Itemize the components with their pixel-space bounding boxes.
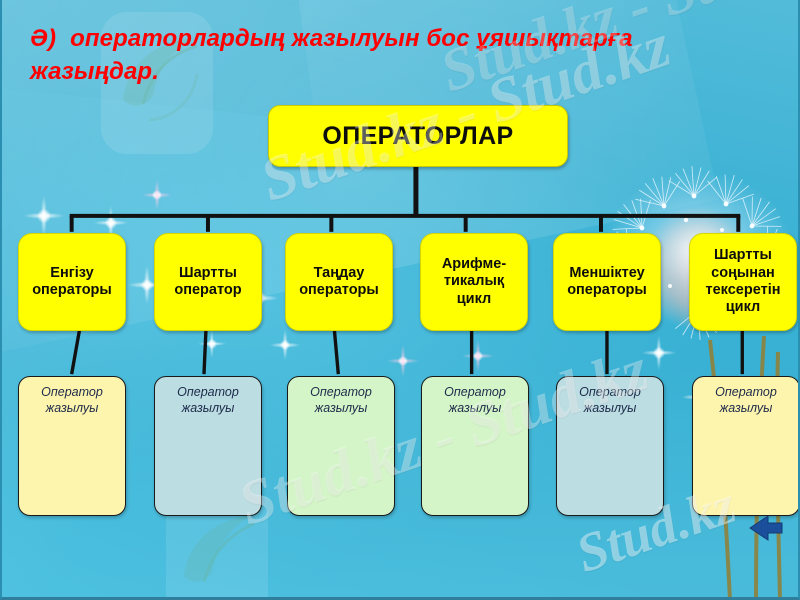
category-node-4-label: Арифме- тикалық цикл [441, 255, 507, 307]
root-node-operators[interactable]: ОПЕРАТОРЛАР [268, 105, 568, 167]
answer-box-4[interactable]: Оператор жазылуы [421, 376, 529, 516]
answer-box-6-label: Оператор жазылуы [715, 385, 777, 415]
category-node-3-label: Таңдау операторы [299, 264, 379, 298]
category-node-2-label: Шартты оператор [174, 264, 242, 298]
category-node-1-label: Енгізу операторы [32, 264, 112, 298]
root-node-label: ОПЕРАТОРЛАР [322, 121, 514, 150]
category-node-1[interactable]: Енгізу операторы [18, 233, 126, 331]
answer-box-3-label: Оператор жазылуы [310, 385, 372, 415]
heading-marker: Ә) [30, 25, 57, 52]
answer-box-6[interactable]: Оператор жазылуы [692, 376, 798, 516]
answer-box-2[interactable]: Оператор жазылуы [154, 376, 262, 516]
answer-box-1[interactable]: Оператор жазылуы [18, 376, 126, 516]
category-node-4[interactable]: Арифме- тикалық цикл [420, 233, 528, 331]
category-node-6[interactable]: Шартты соңынан тексеретін цикл [689, 233, 797, 331]
category-node-5[interactable]: Меншіктеу операторы [553, 233, 661, 331]
category-node-3[interactable]: Таңдау операторы [285, 233, 393, 331]
background-lower-wash [2, 367, 798, 597]
answer-box-5-label: Оператор жазылуы [579, 385, 641, 415]
answer-box-2-label: Оператор жазылуы [177, 385, 239, 415]
ghost-leaf-logo-icon [101, 12, 213, 154]
answer-box-1-label: Оператор жазылуы [41, 385, 103, 415]
category-node-5-label: Меншіктеу операторы [567, 264, 647, 298]
ghost-leaf-logo-icon-secondary [166, 492, 268, 597]
answer-box-3[interactable]: Оператор жазылуы [287, 376, 395, 516]
answer-box-4-label: Оператор жазылуы [444, 385, 506, 415]
category-node-6-label: Шартты соңынан тексеретін цикл [705, 247, 781, 316]
category-node-2[interactable]: Шартты оператор [154, 233, 262, 331]
heading-text: операторлардың жазылуын бос ұяшықтарға ж… [30, 25, 633, 86]
left-arrow-icon[interactable] [748, 513, 798, 543]
slide-heading: Ә)операторлардың жазылуын бос ұяшықтарға… [30, 22, 750, 88]
answer-box-5[interactable]: Оператор жазылуы [556, 376, 664, 516]
